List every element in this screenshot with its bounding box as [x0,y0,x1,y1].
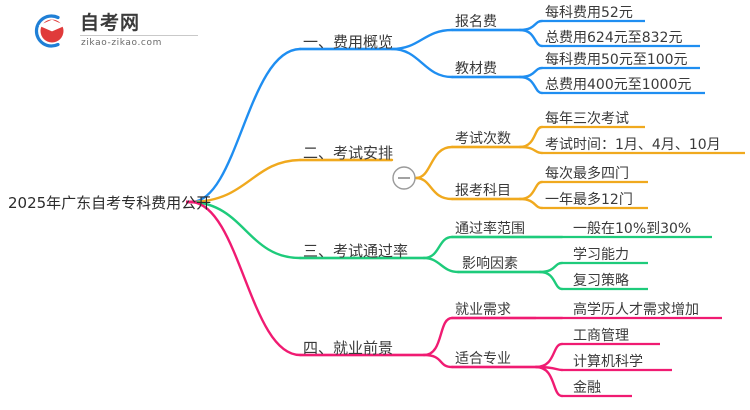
leaf-label-1-1-1[interactable]: 每科费用52元 [545,5,633,21]
leaf-label-4-2-3[interactable]: 金融 [573,380,601,396]
node-underlines [300,19,745,398]
leaf-label-3-2-1[interactable]: 学习能力 [573,247,629,263]
branch-label-4[interactable]: 四、就业前景 [303,339,394,357]
node-label-2-2[interactable]: 报考科目 [455,183,511,199]
leaf-label-2-2-1[interactable]: 每次最多四门 [545,166,629,182]
node-label-3-1[interactable]: 通过率范围 [455,221,525,237]
leaf-label-1-1-2[interactable]: 总费用624元至832元 [545,30,683,46]
graduation-cap-icon [34,14,66,48]
leaf-label-1-2-1[interactable]: 每科费用50元至100元 [545,52,688,68]
leaf-label-3-2-2[interactable]: 复习策略 [573,273,629,289]
leaf-label-2-2-2[interactable]: 一年最多12门 [545,192,633,208]
leaf-label-2-1-1[interactable]: 每年三次考试 [545,111,629,127]
node-label-2-1[interactable]: 考试次数 [455,131,511,147]
logo-divider [80,35,198,36]
leaf-label-4-2-2[interactable]: 计算机科学 [573,354,643,370]
leaf-label-4-1-1[interactable]: 高学历人才需求增加 [573,302,699,318]
collapse-toggle-branch2[interactable] [392,166,416,190]
branch-label-1[interactable]: 一、费用概览 [303,33,394,51]
branch-label-2[interactable]: 二、考试安排 [303,144,394,162]
root-node-label[interactable]: 2025年广东自考专科费用公开 [8,194,212,212]
node-label-1-2[interactable]: 教材费 [455,61,497,77]
node-label-4-1[interactable]: 就业需求 [455,302,511,318]
site-logo: 自考网 zikao-zikao.com [28,10,218,52]
node-label-1-1[interactable]: 报名费 [455,14,497,30]
leaf-label-1-2-2[interactable]: 总费用400元至1000元 [545,77,692,93]
leaf-label-4-2-1[interactable]: 工商管理 [573,328,629,344]
logo-name-cn: 自考网 [80,12,141,34]
node-label-3-2[interactable]: 影响因素 [462,256,518,272]
leaf-label-2-1-2[interactable]: 考试时间：1月、4月、10月 [545,137,721,153]
branch-label-3[interactable]: 三、考试通过率 [303,242,409,260]
logo-url: zikao-zikao.com [81,38,162,48]
node-label-4-2[interactable]: 适合专业 [455,351,511,367]
leaf-label-3-1-1[interactable]: 一般在10%到30% [573,221,692,237]
